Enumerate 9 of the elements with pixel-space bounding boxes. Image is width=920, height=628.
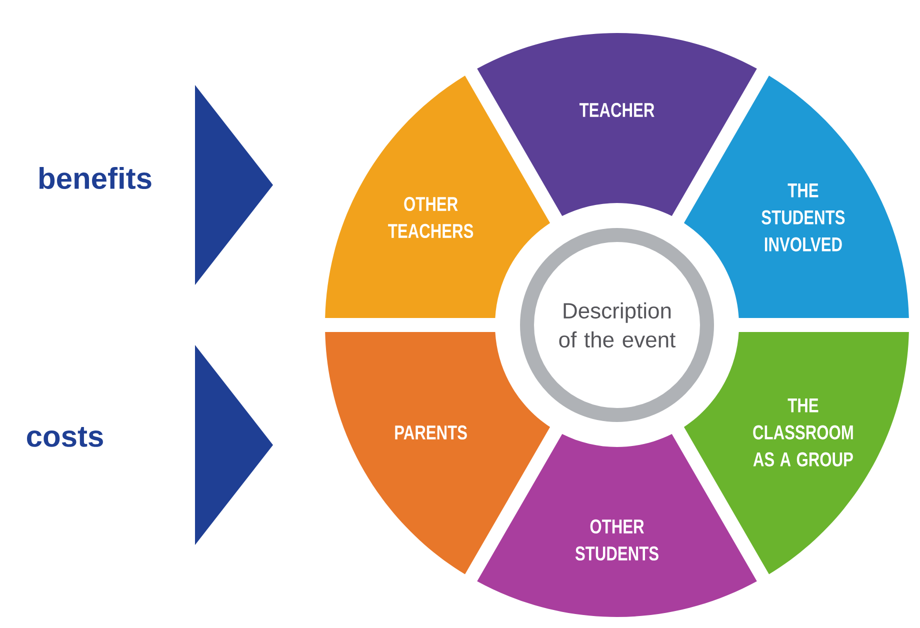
- segment: OTHER TEACHERS: [325, 76, 550, 318]
- segment: PARENTS: [325, 332, 550, 574]
- triangle-marker: [195, 85, 273, 285]
- segment: THE STUDENTS INVOLVED: [684, 76, 909, 318]
- segment: THE CLASSROOM AS A GROUP: [684, 332, 909, 574]
- side-label: costs: [27, 427, 103, 447]
- side-label: benefits: [39, 166, 152, 189]
- segment: TEACHER: [477, 32, 757, 216]
- triangle-marker: [195, 344, 273, 545]
